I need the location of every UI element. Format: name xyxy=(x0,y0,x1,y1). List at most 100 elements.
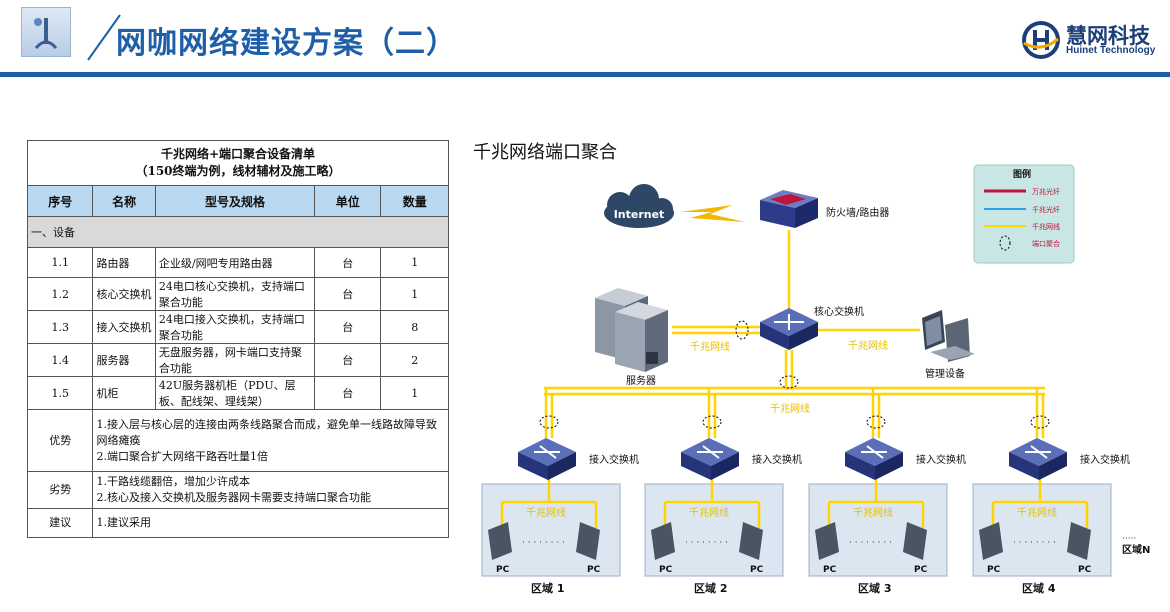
legend-item-label: 万兆光纤 xyxy=(1032,187,1060,196)
pc-label: PC xyxy=(750,565,764,575)
gigabit-links xyxy=(500,230,1089,528)
cell-name: 路由器 xyxy=(92,247,156,278)
core-switch-label: 核心交换机 xyxy=(814,305,864,318)
section-label: 一、设备 xyxy=(27,216,449,248)
access-switch-label: 接入交换机 xyxy=(1080,453,1130,466)
pc-label: PC xyxy=(496,565,510,575)
cell-qty: 1 xyxy=(380,277,449,311)
zone-label: 区域 4 xyxy=(1022,581,1056,595)
cell-spec: 42U服务器机柜（PDU、层板、配线架、理线架） xyxy=(154,376,316,410)
table-row: 1.1 路由器 企业级/网吧专用路由器 台 1 xyxy=(26,247,449,278)
table-row: 1.3 接入交换机 24电口接入交换机，支持端口聚合功能 台 8 xyxy=(26,310,449,344)
internet-cloud-icon xyxy=(604,184,674,228)
wan-link-icon xyxy=(680,205,745,222)
zone-gigabit-label: 千兆网线 xyxy=(689,506,729,519)
col-header-unit: 单位 xyxy=(314,185,382,217)
core-label-bg xyxy=(810,303,876,319)
access-switch-label: 接入交换机 xyxy=(916,453,966,466)
pc-label: PC xyxy=(587,565,601,575)
zone-n-label: 区域N xyxy=(1122,543,1150,556)
cell-spec: 企业级/网吧专用路由器 xyxy=(154,247,316,278)
pc-dots: · · · · · · · · xyxy=(849,538,892,548)
zone-gigabit-label: 千兆网线 xyxy=(526,506,566,519)
cons-text: 1.干路线缆翻倍，增加少许成本 2.核心及接入交换机及服务器网卡需要支持端口聚合… xyxy=(92,471,449,509)
col-header-name: 名称 xyxy=(92,185,156,217)
core-switch-icon xyxy=(760,308,818,350)
access-label-bg xyxy=(1075,451,1137,467)
advice-row: 建议 1.建议采用 xyxy=(26,508,449,538)
zone-gigabit-label: 千兆网线 xyxy=(1017,506,1057,519)
advice-label: 建议 xyxy=(26,508,94,538)
firewall-label: 防火墙/路由器 xyxy=(826,206,889,219)
cell-no: 1.1 xyxy=(26,247,94,278)
gigabit-label-mgmt: 千兆网线 xyxy=(848,339,888,352)
table-caption-line2: （150终端为例，线材辅材及施工略） xyxy=(135,164,341,178)
equipment-table: 千兆网络+端口聚合设备清单 （150终端为例，线材辅材及施工略） 序号 名称 型号… xyxy=(26,140,449,538)
header-slash xyxy=(87,14,121,61)
pros-label: 优势 xyxy=(26,409,94,472)
brand-logo-icon xyxy=(1022,21,1060,59)
pc-label: PC xyxy=(823,565,837,575)
table-caption-line1: 千兆网络+端口聚合设备清单 xyxy=(160,147,316,161)
pc-label: PC xyxy=(987,565,1001,575)
diagram-title: 千兆网络端口聚合 xyxy=(473,142,617,163)
management-pc-icon xyxy=(922,310,975,362)
zone-gigabit-label: 千兆网线 xyxy=(853,506,893,519)
access-label-bg xyxy=(911,451,973,467)
pc-label: PC xyxy=(914,565,928,575)
page-title: 网咖网络建设方案（二） xyxy=(116,26,457,61)
access-switch-icon xyxy=(681,438,739,480)
pc-dots: · · · · · · · · xyxy=(685,538,728,548)
legend-aggregation-marker xyxy=(999,235,1011,251)
slide-header: 网咖网络建设方案（二） 慧网科技 Huinet Technology xyxy=(0,0,1170,80)
table-row: 1.2 核心交换机 24电口核心交换机，支持端口聚合功能 台 1 xyxy=(26,277,449,311)
access-switch-icon xyxy=(845,438,903,480)
gigabit-label-server: 千兆网线 xyxy=(690,340,730,353)
zone-label: 区域 2 xyxy=(694,581,727,595)
table-row: 1.5 机柜 42U服务器机柜（PDU、层板、配线架、理线架） 台 1 xyxy=(26,376,449,410)
access-switch-icon xyxy=(518,438,576,480)
cell-name: 服务器 xyxy=(92,343,156,377)
pc-icons xyxy=(488,522,1091,560)
table-caption: 千兆网络+端口聚合设备清单 （150终端为例，线材辅材及施工略） xyxy=(27,140,449,186)
pc-dots: · · · · · · · · xyxy=(522,538,565,548)
pc-label: PC xyxy=(1078,565,1092,575)
internet-label: Internet xyxy=(614,208,665,221)
access-switch-label: 接入交换机 xyxy=(589,453,639,466)
gigabit-label-trunk: 千兆网线 xyxy=(770,402,810,415)
cell-spec: 24电口核心交换机，支持端口聚合功能 xyxy=(154,277,316,311)
legend-item-label: 端口聚合 xyxy=(1032,239,1060,248)
advice-text: 1.建议采用 xyxy=(92,508,449,538)
table-header-row: 序号 名称 型号及规格 单位 数量 xyxy=(26,185,449,217)
zone-label: 区域 3 xyxy=(858,581,891,595)
mgmt-label: 管理设备 xyxy=(925,367,965,380)
col-header-qty: 数量 xyxy=(380,185,449,217)
table-row: 1.4 服务器 无盘服务器，网卡端口支持聚合功能 台 2 xyxy=(26,343,449,377)
port-aggregation-markers xyxy=(539,320,1050,429)
pc-dots: · · · · · · · · xyxy=(1013,538,1056,548)
legend xyxy=(973,164,1075,264)
cell-qty: 2 xyxy=(380,343,449,377)
section-row: 一、设备 xyxy=(27,216,449,248)
access-label-bg xyxy=(747,451,809,467)
legend-item-label: 千兆光纤 xyxy=(1032,205,1060,214)
cell-name: 核心交换机 xyxy=(92,277,156,311)
access-switch-icon xyxy=(1009,438,1067,480)
company-logo xyxy=(21,7,71,57)
legend-title: 图例 xyxy=(1013,168,1031,180)
cell-unit: 台 xyxy=(314,376,382,410)
cell-qty: 1 xyxy=(380,247,449,278)
brand-name: 慧网科技 xyxy=(1066,24,1150,48)
header-divider xyxy=(0,72,1170,77)
firewall-label-bg xyxy=(822,203,902,221)
server-icon xyxy=(595,288,668,372)
legend-item-label: 千兆网线 xyxy=(1032,222,1060,231)
firewall-icon xyxy=(760,190,818,228)
access-label-bg xyxy=(584,451,646,467)
brand-name-en: Huinet Technology xyxy=(1066,45,1156,56)
col-header-no: 序号 xyxy=(26,185,94,217)
zone-n-dots: ····· xyxy=(1122,534,1136,544)
server-label: 服务器 xyxy=(626,374,656,387)
access-switch-label: 接入交换机 xyxy=(752,453,802,466)
